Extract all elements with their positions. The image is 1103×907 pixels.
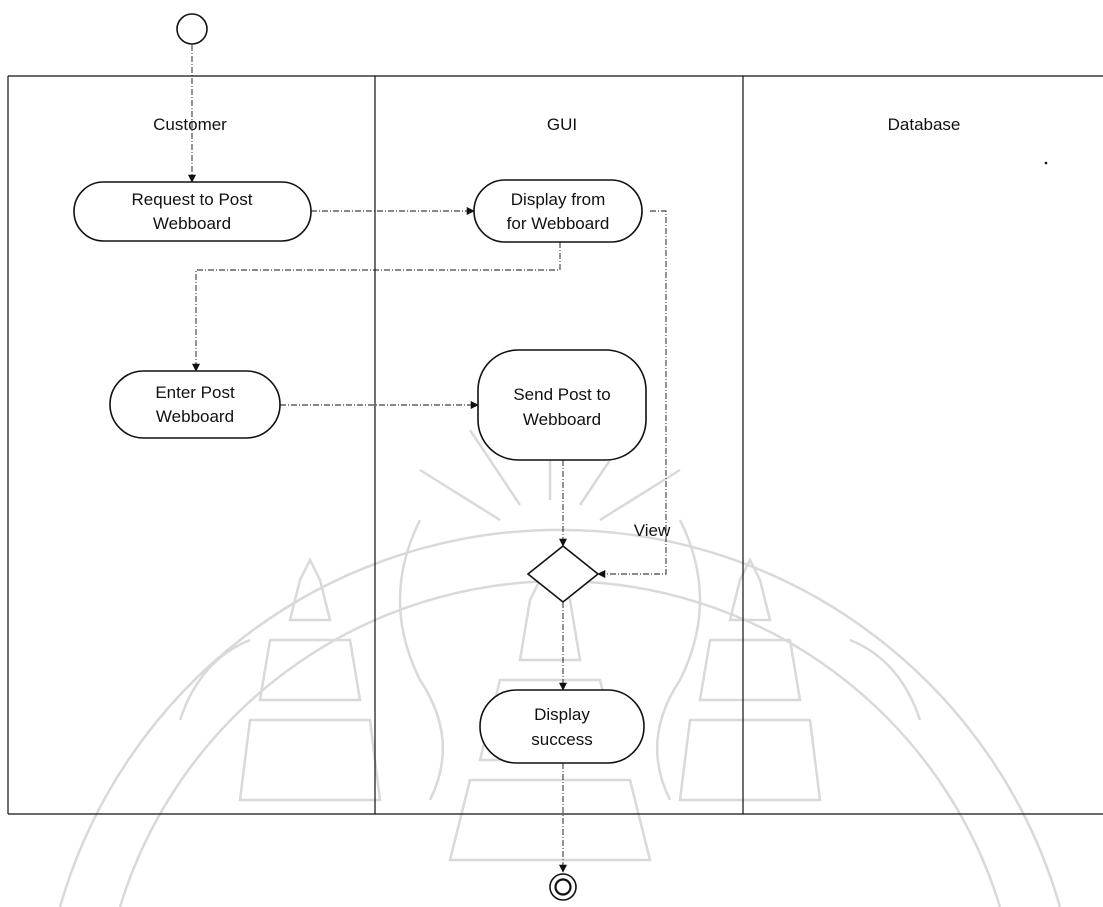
flow-display-form-to-decision: [597, 210, 667, 579]
activity-label-line: Enter Post: [155, 383, 235, 402]
activity-label-line: success: [531, 730, 592, 749]
flow-display-form-to-enter-post: [191, 242, 561, 372]
stray-dot: [1044, 161, 1048, 165]
final-node: [549, 873, 577, 901]
activity-display-success: Display success: [479, 689, 645, 764]
activity-label-line: for Webboard: [507, 214, 610, 233]
activity-display-form: Display from for Webboard: [473, 179, 643, 243]
swimlanes: [7, 75, 1103, 815]
lane-title-gui: GUI: [547, 115, 577, 134]
activity-display-success-shape: [479, 689, 645, 764]
activity-request-post-shape: [73, 181, 312, 242]
lane-title-customer: Customer: [153, 115, 227, 134]
activity-request-post: Request to Post Webboard: [73, 181, 312, 242]
lane-title-database: Database: [888, 115, 961, 134]
activity-enter-post: Enter Post Webboard: [109, 370, 281, 439]
final-node-inner: [554, 878, 572, 896]
activity-display-form-shape: [473, 179, 643, 243]
activity-label-line: Webboard: [156, 407, 234, 426]
activity-enter-post-shape: [109, 370, 281, 439]
initial-node: [176, 13, 208, 45]
watermark-seal: [58, 420, 1062, 907]
guard-label-view: View: [634, 521, 671, 540]
activity-send-post-shape: [477, 349, 647, 461]
activity-label-line: Request to Post: [132, 190, 253, 209]
activity-label-line: Display: [534, 705, 590, 724]
activity-label-line: Display from: [511, 190, 605, 209]
activity-label-line: Send Post to: [513, 385, 610, 404]
activity-label-line: Webboard: [153, 214, 231, 233]
activity-send-post: Send Post to Webboard: [477, 349, 647, 461]
control-flows: [187, 45, 667, 873]
decision-node: [526, 544, 600, 604]
activity-label-line: Webboard: [523, 410, 601, 429]
